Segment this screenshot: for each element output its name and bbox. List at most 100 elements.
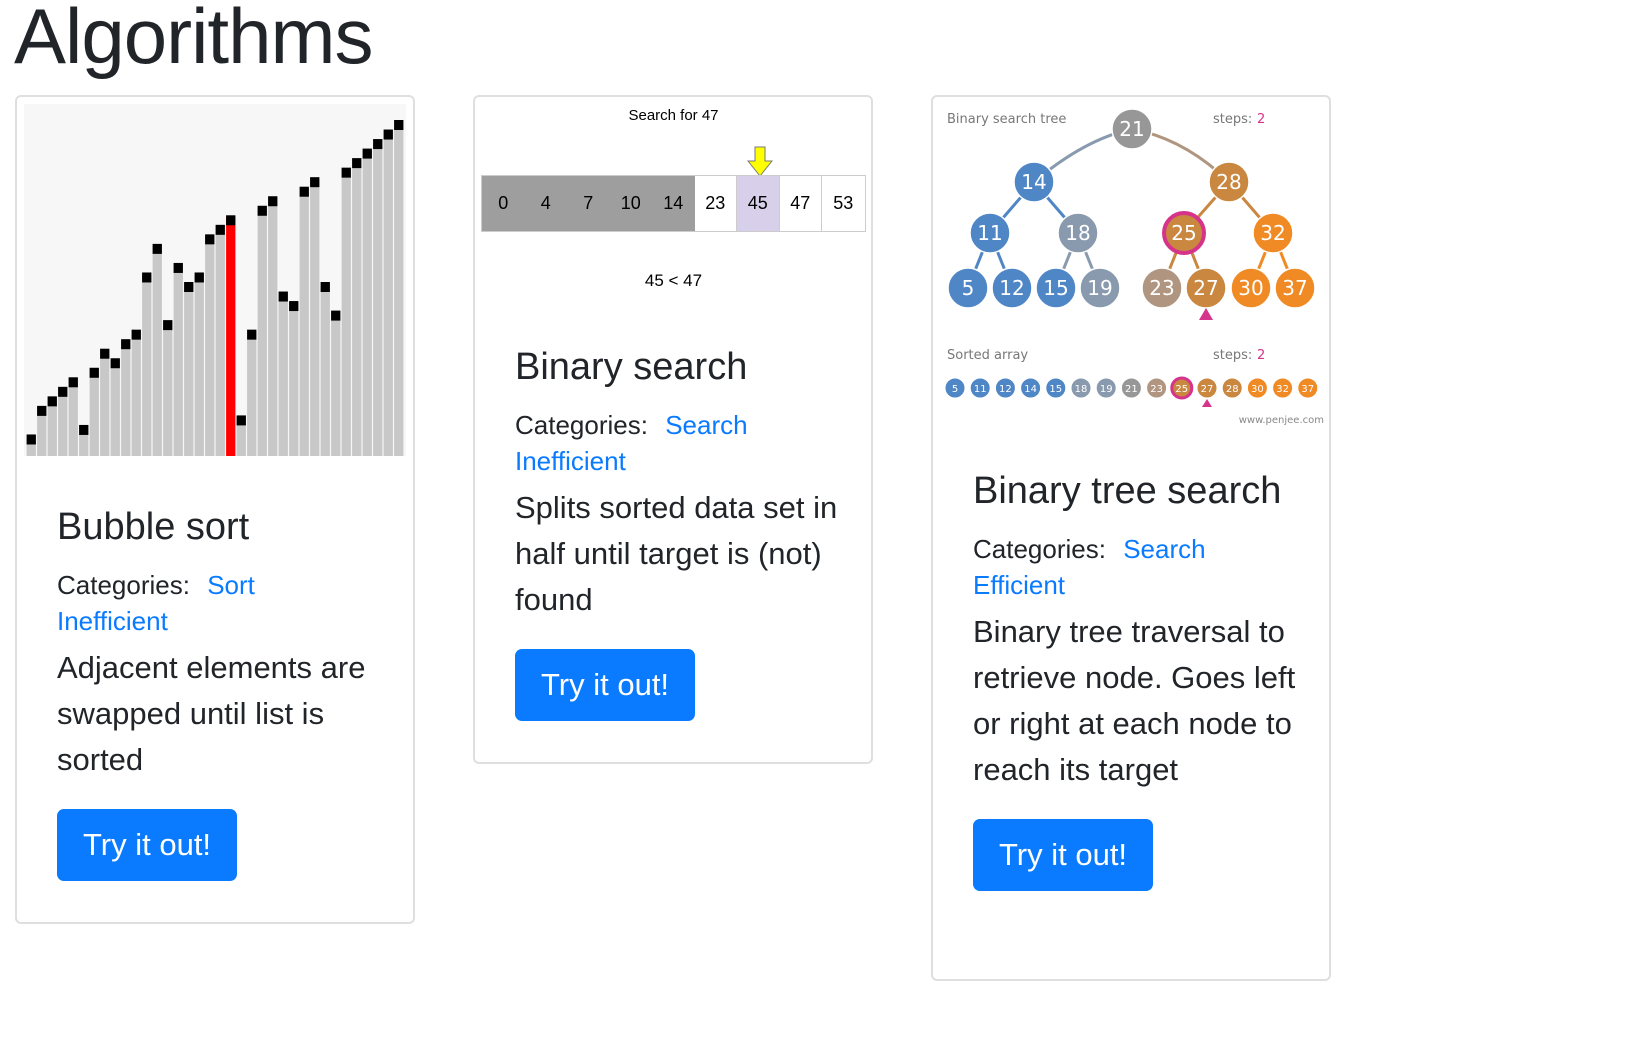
bubble-bar [205, 236, 215, 456]
bubble-bar-marker [299, 186, 309, 197]
array-node-label: 32 [1276, 384, 1289, 395]
tree-node-label: 21 [1119, 117, 1144, 141]
bubble-bar [236, 417, 246, 456]
category-link-search[interactable]: Search [665, 409, 748, 440]
bubble-bar-marker [184, 282, 194, 292]
bubble-bar [341, 169, 351, 456]
tree-node: 25 [1162, 211, 1206, 255]
card-body: Binary search Categories: Search Ineffic… [515, 345, 845, 721]
tree-node-circle [1274, 267, 1316, 309]
tree-node-circle [1208, 161, 1250, 203]
bubble-bar [100, 350, 110, 456]
tree-node: 27 [1185, 267, 1227, 320]
card-body: Bubble sort Categories: Sort Inefficient… [57, 505, 387, 881]
array-node-circle [1246, 377, 1268, 399]
array-pointer-icon [1202, 399, 1212, 407]
try-it-out-button[interactable]: Try it out! [973, 818, 1154, 891]
tree-node-label: 15 [1043, 276, 1068, 300]
category-link-inefficient[interactable]: Inefficient [515, 445, 626, 476]
bubble-bar-marker [58, 386, 68, 397]
tree-steps-label: steps: [1213, 112, 1252, 127]
tree-node-label: 19 [1087, 276, 1112, 300]
tree-node-label: 14 [1021, 170, 1046, 194]
array-node-circle [1020, 377, 1042, 399]
bubble-bar-active [226, 217, 236, 456]
bubble-bar-marker [26, 434, 36, 445]
tree-node: 14 [1013, 161, 1055, 203]
try-it-out-button[interactable]: Try it out! [515, 648, 696, 721]
bubble-bar-marker [68, 377, 78, 388]
card-title: Binary search [515, 346, 748, 388]
try-it-out-button[interactable]: Try it out! [57, 808, 238, 881]
bubble-bar-marker [236, 415, 246, 426]
bubble-bar-marker [226, 215, 236, 226]
bubble-bar-marker [373, 139, 383, 150]
bubble-bar-marker [268, 196, 278, 207]
array-node: 18 [1070, 377, 1092, 399]
array-cell: 0 [482, 176, 525, 231]
bubble-bar [289, 303, 299, 456]
bubble-bar [268, 198, 278, 456]
category-link-search[interactable]: Search [1123, 533, 1206, 564]
categories: Categories: Search Efficient [973, 531, 1303, 603]
tree-node-circle [1111, 108, 1153, 150]
bubble-bar [215, 226, 225, 456]
array-steps-label: steps: [1213, 348, 1252, 363]
array-node: 30 [1246, 377, 1268, 399]
bubble-bar [184, 284, 194, 456]
bubble-bar [89, 369, 99, 456]
tree-node: 30 [1230, 267, 1272, 309]
tree-node-circle [969, 212, 1011, 254]
tree-node-label: 25 [1171, 221, 1196, 245]
category-link-inefficient[interactable]: Inefficient [57, 605, 168, 636]
tree-node: 32 [1252, 212, 1294, 254]
tree-node-circle [1079, 267, 1121, 309]
tree-node: 21 [1111, 108, 1153, 150]
card-description: Binary tree traversal to retrieve node. … [973, 613, 1296, 787]
array-node-label: 19 [1100, 384, 1113, 395]
categories: Categories: Search Inefficient [515, 407, 845, 479]
array-cell: 23 [695, 176, 737, 231]
array-node: 12 [994, 377, 1016, 399]
bubble-bar-marker [100, 348, 110, 359]
category-link-sort[interactable]: Sort [207, 569, 255, 600]
bubble-bar [152, 245, 162, 456]
array-node-label: 21 [1125, 384, 1138, 395]
array-node-circle [1070, 377, 1092, 399]
bubble-bar [299, 188, 309, 456]
categories-label: Categories: [515, 409, 648, 440]
array-label: Sorted array [947, 348, 1028, 363]
array-node-circle [969, 377, 991, 399]
bubble-sort-visualization [24, 104, 406, 457]
tree-node-label: 37 [1282, 276, 1307, 300]
tree-node-circle [1057, 212, 1099, 254]
array-node: 21 [1120, 377, 1142, 399]
tree-node: 12 [991, 267, 1033, 309]
card-description: Adjacent elements are swapped until list… [57, 649, 366, 777]
categories-label: Categories: [57, 569, 190, 600]
bubble-bar [257, 207, 267, 456]
bubble-bar-marker [79, 424, 89, 435]
tree-node-label: 27 [1193, 276, 1218, 300]
array-node-label: 12 [999, 384, 1012, 395]
tree-node-circle [1230, 267, 1272, 309]
array-node-label: 28 [1226, 384, 1239, 395]
array-cell: 10 [609, 176, 652, 231]
array-node-circle [1297, 377, 1319, 399]
bubble-bar [37, 407, 47, 456]
array-node: 27 [1196, 377, 1218, 407]
card-title: Bubble sort [57, 506, 250, 548]
array-node-circle [994, 377, 1016, 399]
credit-text: www.penjee.com [1239, 415, 1324, 426]
tree-node-circle [1013, 161, 1055, 203]
bubble-bar-marker [194, 272, 204, 283]
array-node-circle [1221, 377, 1243, 399]
category-link-efficient[interactable]: Efficient [973, 569, 1066, 600]
tree-node: 15 [1035, 267, 1077, 309]
bubble-bar-marker [173, 262, 183, 273]
array-node: 19 [1095, 377, 1117, 399]
tree-node-circle [947, 267, 989, 309]
tree-node-highlight-circle [1162, 211, 1206, 255]
array-node: 32 [1272, 377, 1294, 399]
array-node-circle [944, 377, 966, 399]
